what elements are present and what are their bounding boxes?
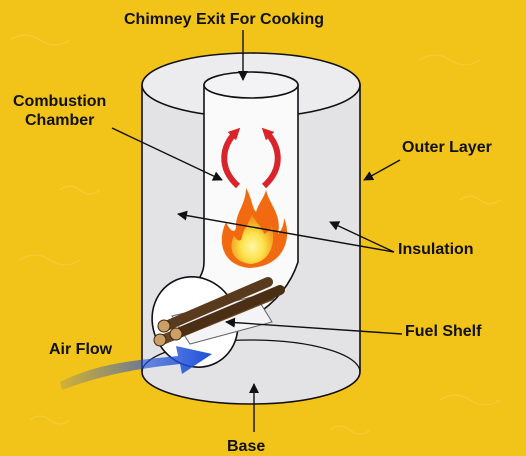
wind-arrow-icon: [60, 346, 212, 390]
pointer-outer-layer: [363, 159, 401, 181]
curved-arrow-icon: [221, 127, 281, 189]
combustion-label-line2: Chamber: [24, 112, 95, 129]
base-label: Base: [227, 438, 266, 455]
background-texture: [9, 34, 501, 435]
insulation-label: Insulation: [398, 241, 474, 258]
combustion-chamber-label: Combustion Chamber: [13, 92, 106, 130]
base-ellipse: [141, 339, 361, 373]
wood-logs-icon: [153, 277, 285, 347]
chimney-exit-label: Chimney Exit For Cooking: [124, 11, 325, 28]
pointer-fuel-shelf: [225, 317, 403, 335]
pointer-combustion: [111, 127, 223, 181]
air-flow-label: Air Flow: [49, 341, 113, 358]
combustion-label-line1: Combustion: [13, 93, 107, 110]
pointer-insulation-right: [329, 221, 395, 253]
outer-layer-label: Outer Layer: [402, 139, 492, 156]
label-pointers: [111, 30, 403, 432]
chimney-opening: [203, 71, 299, 99]
pointer-insulation-left: [177, 210, 395, 253]
fuel-shelf-label: Fuel Shelf: [405, 323, 482, 340]
